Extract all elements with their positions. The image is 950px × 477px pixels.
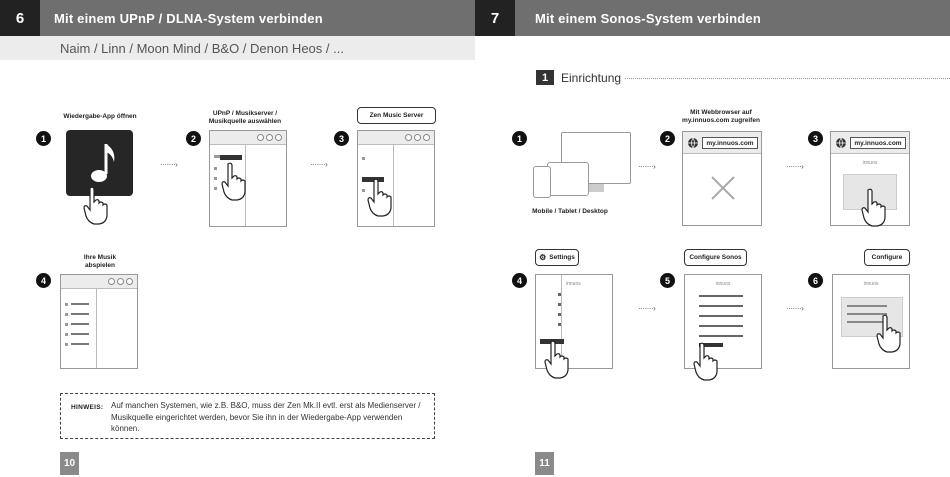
note-label: HINWEIS:: [71, 404, 104, 411]
browser-window: my.innuos.com: [682, 131, 762, 226]
hand-pointer-icon: [367, 178, 392, 217]
player-app-window: [209, 130, 287, 227]
hand-pointer-icon: [876, 314, 901, 353]
settings-callout-label: Settings: [549, 254, 575, 261]
step1-label: Wiedergabe-App öffnen: [63, 113, 137, 120]
page-number-left: 10: [60, 452, 79, 475]
chapter-title-right: Mit einem Sonos-System verbinden: [515, 0, 950, 36]
step4-label: Ihre Musik abspielen: [83, 254, 117, 269]
innuos-logo: innuos: [863, 281, 879, 287]
music-app-icon: [66, 130, 133, 196]
chapter-number-left: 6: [0, 0, 40, 36]
globe-icon: [836, 137, 846, 149]
playback-window: [60, 274, 138, 369]
devices-illustration: [533, 132, 633, 202]
innuos-logo: innuos: [862, 160, 878, 166]
chapter-number-right: 7: [475, 0, 515, 36]
systems-subtitle: Naim / Linn / Moon Mind / B&O / Denon He…: [0, 36, 475, 60]
flow-arrow: ·······›: [786, 162, 804, 171]
r-step2-label: Mit Webbrowser auf my.innuos.com zugreif…: [682, 109, 760, 124]
r-step1-label: Mobile / Tablet / Desktop: [532, 208, 608, 215]
note-box: HINWEIS: Auf manchen Systemen, wie z.B. …: [60, 393, 435, 439]
flow-arrow: ·······›: [638, 162, 656, 171]
step2-badge: 2: [186, 131, 201, 146]
step4-badge: 4: [36, 273, 51, 288]
flow-arrow: ·······›: [310, 160, 328, 169]
url-bar[interactable]: my.innuos.com: [850, 137, 906, 149]
section-title: Einrichtung: [561, 71, 622, 85]
settings-callout: ⚙ Settings: [535, 249, 579, 266]
hand-pointer-icon: [693, 342, 718, 381]
r-step1-badge: 1: [512, 131, 527, 146]
step3-badge: 3: [334, 131, 349, 146]
cross-icon: [711, 176, 735, 200]
url-bar[interactable]: my.innuos.com: [702, 137, 758, 149]
section-number: 1: [536, 70, 554, 85]
music-note-icon: [91, 144, 115, 182]
r-step2-badge: 2: [660, 131, 675, 146]
globe-icon: [688, 137, 698, 149]
hand-pointer-icon: [861, 188, 886, 227]
player-app-window: [357, 130, 435, 227]
flow-arrow: ·······›: [638, 304, 656, 313]
page-number-right: 11: [535, 452, 554, 475]
configure-sonos-callout: Configure Sonos: [684, 249, 747, 266]
note-text: Auf manchen Systemen, wie z.B. B&O, muss…: [111, 401, 421, 433]
configure-callout: Configure: [864, 249, 910, 266]
hand-pointer-icon: [544, 340, 569, 379]
gear-icon: ⚙: [539, 253, 547, 262]
r-step6-badge: 6: [808, 273, 823, 288]
hand-pointer-icon: [83, 186, 108, 225]
r-step4-badge: 4: [512, 273, 527, 288]
flow-arrow: ·······›: [160, 160, 178, 169]
flow-arrow: ·······›: [786, 304, 804, 313]
innuos-window: innuos: [684, 274, 762, 369]
step1-badge: 1: [36, 131, 51, 146]
hand-pointer-icon: [221, 162, 246, 201]
section-divider: [625, 78, 950, 79]
r-step5-badge: 5: [660, 273, 675, 288]
innuos-window: innuos: [832, 274, 910, 369]
r-step3-badge: 3: [808, 131, 823, 146]
innuos-logo: innuos: [715, 281, 731, 287]
innuos-logo: innuos: [566, 281, 581, 287]
chapter-title-left: Mit einem UPnP / DLNA-System verbinden: [40, 0, 475, 36]
step2-label: UPnP / Musikserver / Musikquelle auswähl…: [208, 110, 282, 125]
zen-music-server-callout: Zen Music Server: [357, 107, 436, 124]
